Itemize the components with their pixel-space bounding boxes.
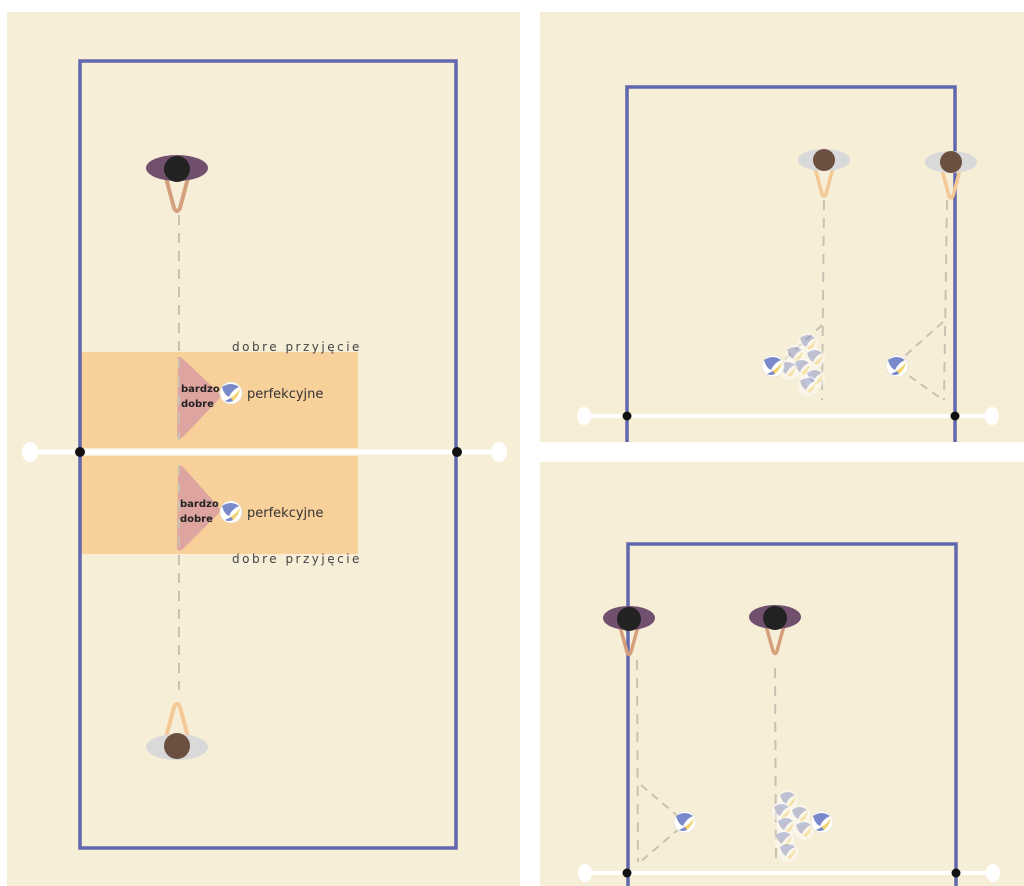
main-panel-background <box>7 12 520 886</box>
net-post-left <box>578 864 592 882</box>
volleyball-icon <box>219 381 243 405</box>
court-boundary-bottom-right <box>626 542 958 886</box>
trajectory-return-c <box>639 827 681 863</box>
net-post-right <box>985 407 999 425</box>
court-boundary-top-right <box>625 85 957 442</box>
volleyball-icon <box>798 376 818 396</box>
trajectory-line-b <box>943 199 948 401</box>
trajectory-line-c <box>636 659 639 863</box>
net-post-right <box>986 864 1000 882</box>
trajectory-branch-b <box>897 321 944 363</box>
trajectory-branch-c <box>640 784 681 819</box>
good-reception-label-bottom: dobre przyjęcie <box>232 552 362 566</box>
antenna-right <box>951 868 961 878</box>
trajectory-return-b <box>897 367 944 401</box>
antenna-left <box>622 868 632 878</box>
antenna-left <box>622 411 632 421</box>
antenna-left <box>75 447 85 457</box>
trajectory-line-d <box>774 667 777 863</box>
very-good-label-bottom-line2: dobre <box>180 514 213 525</box>
bottom-right-panel <box>540 462 1024 886</box>
antenna-right <box>452 447 462 457</box>
perfect-label-top: perfekcyjne <box>247 387 323 402</box>
antenna-right <box>950 411 960 421</box>
very-good-label-top-line1: bardzo <box>181 384 220 395</box>
volleyball-icon <box>673 810 697 834</box>
good-reception-zone-top <box>81 352 358 448</box>
top-right-panel <box>540 12 1024 442</box>
very-good-zone-bottom <box>177 465 220 551</box>
very-good-label-bottom-line1: bardzo <box>180 499 219 510</box>
very-good-label-top-line2: dobre <box>181 399 214 410</box>
volleyball-icon <box>219 500 243 524</box>
good-reception-zone-bottom <box>81 456 358 554</box>
volleyball-icon <box>810 810 834 834</box>
volleyball-icon <box>885 354 909 378</box>
volleyball-icon <box>761 354 785 378</box>
volleyball-icon <box>778 842 798 862</box>
net-post-left <box>22 442 38 462</box>
good-reception-label-top: dobre przyjęcie <box>232 340 362 354</box>
main-panel: dobre przyjęcie dobre przyjęcie bardzo d… <box>7 12 520 886</box>
very-good-zone-top <box>177 356 220 439</box>
trajectory-line-a <box>821 199 825 401</box>
net-post-right <box>491 442 507 462</box>
net-post-left <box>577 407 591 425</box>
perfect-label-bottom: perfekcyjne <box>247 506 323 521</box>
